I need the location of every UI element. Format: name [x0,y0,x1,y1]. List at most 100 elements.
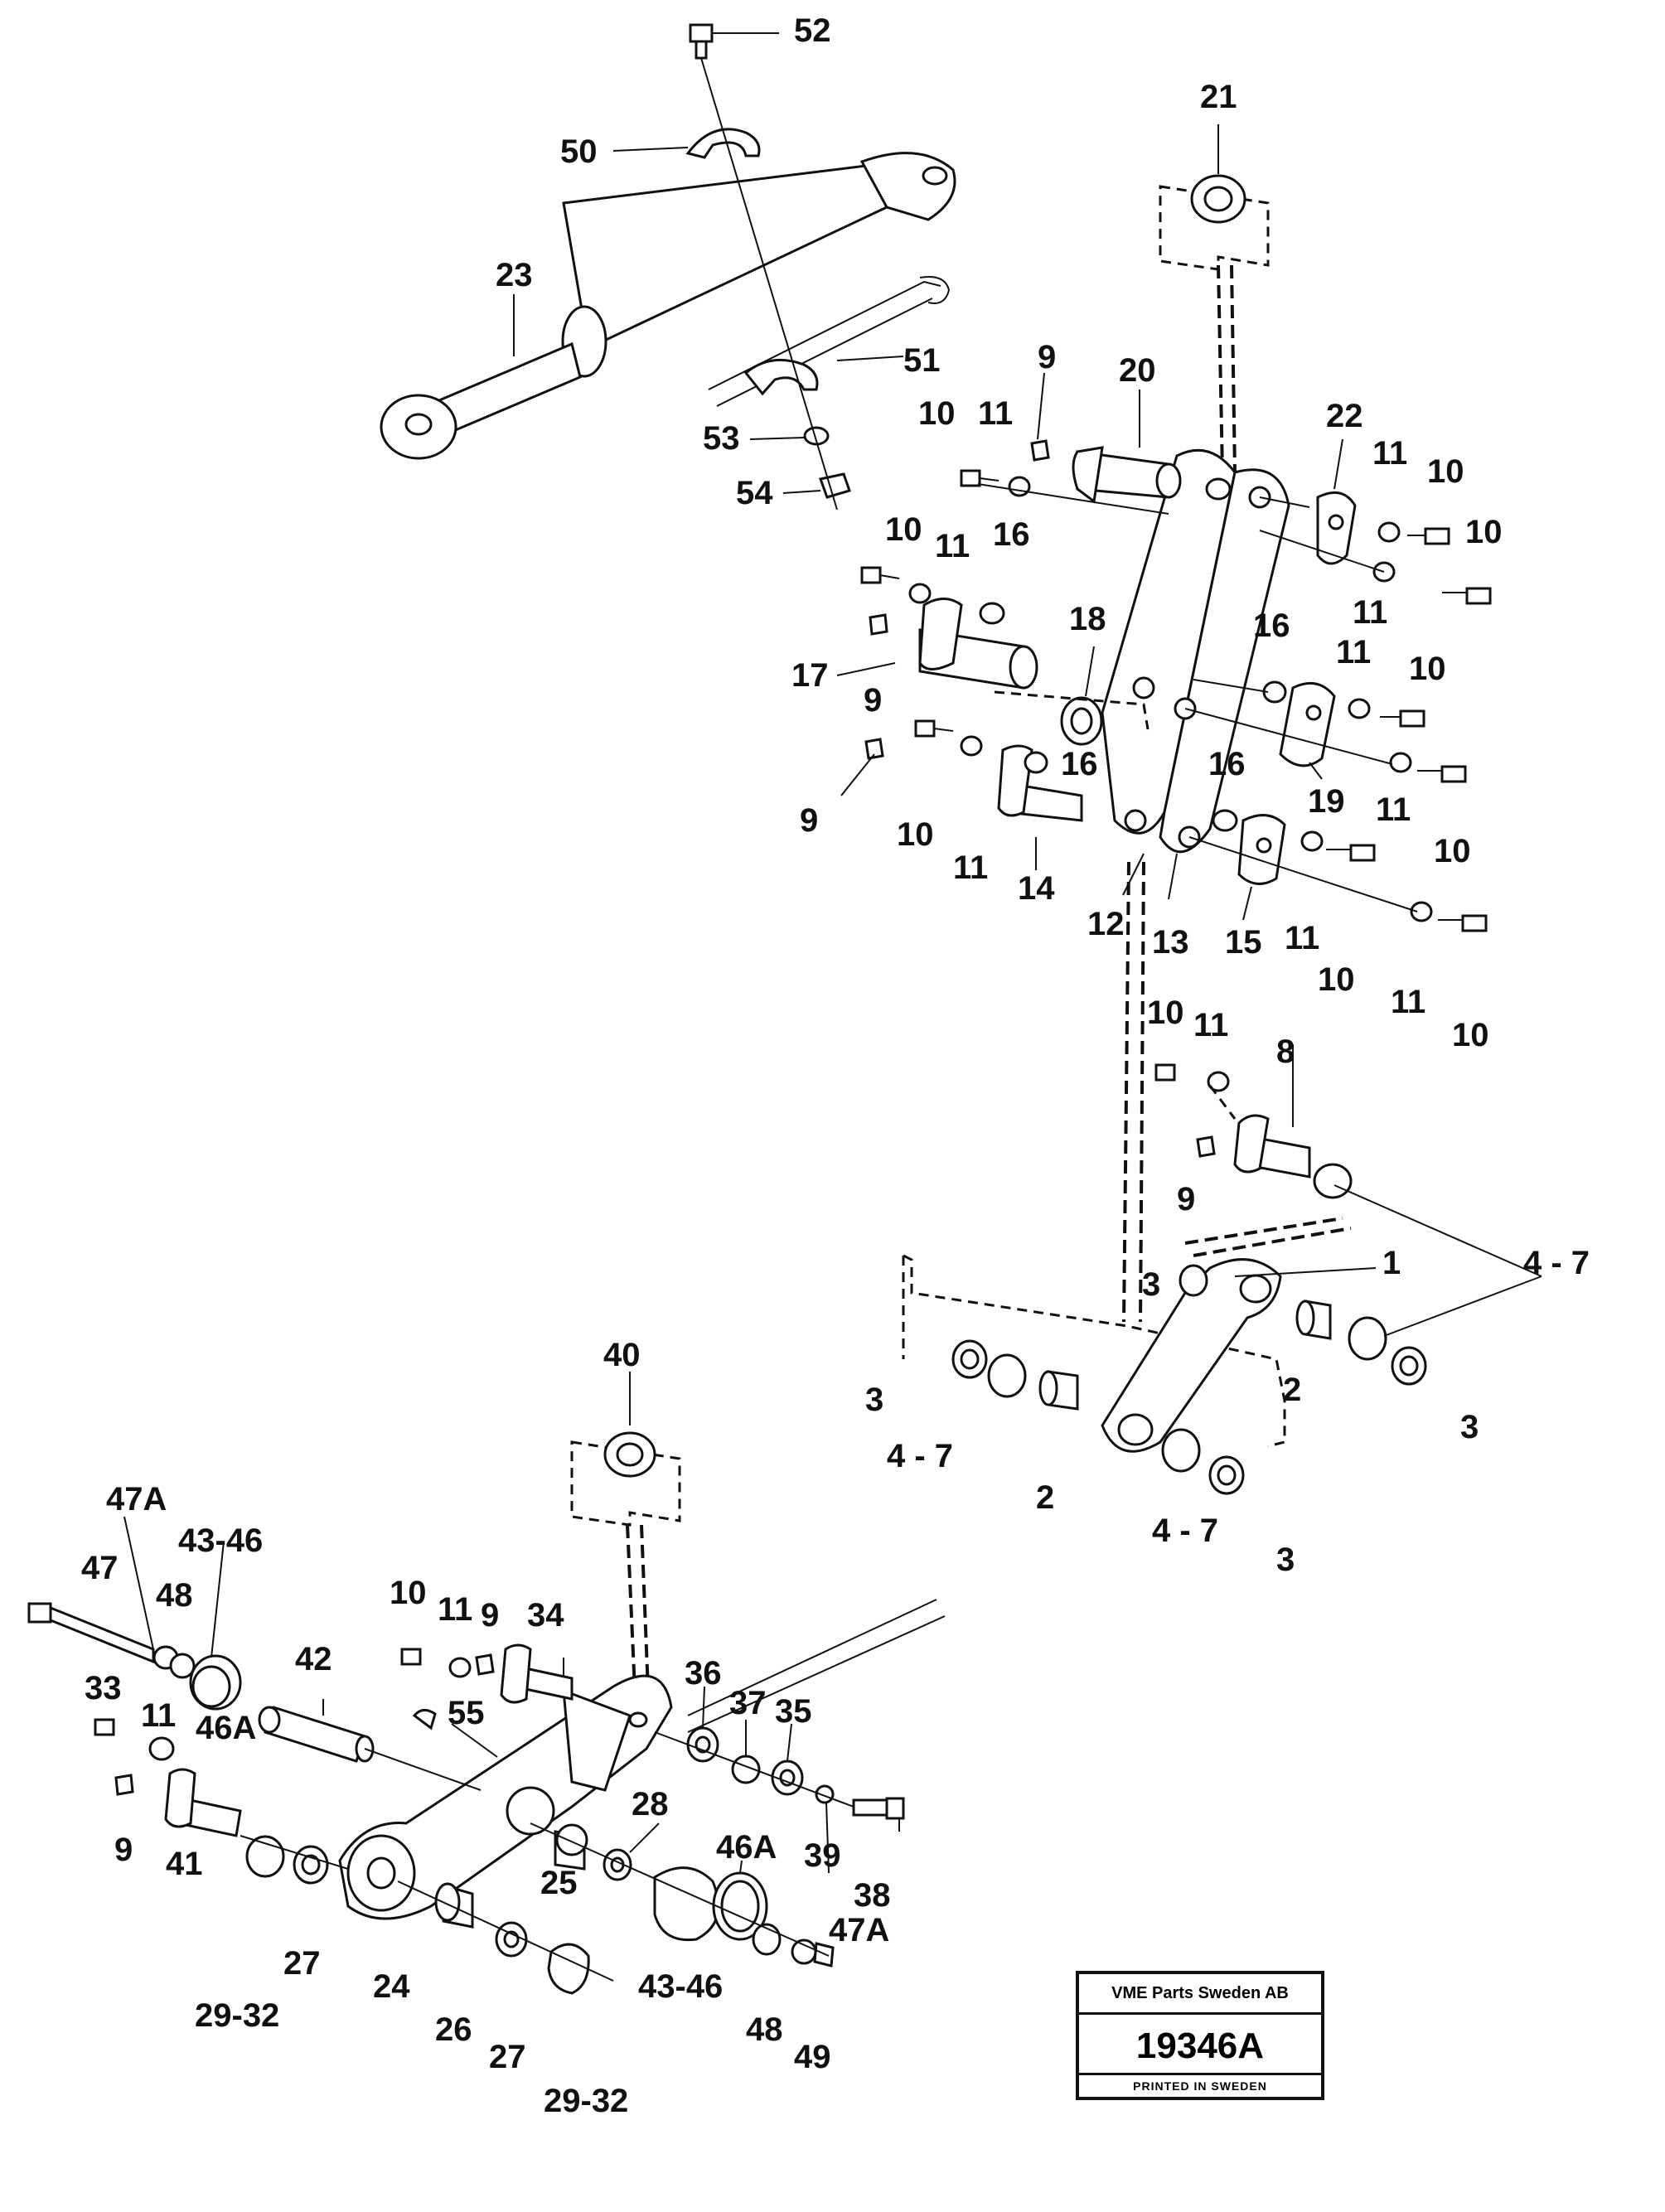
part-label: 3 [1142,1266,1160,1303]
part-label: 10 [918,395,956,432]
part-label: 13 [1152,924,1189,961]
part-label: 15 [1225,924,1262,961]
part-label: 10 [1427,453,1464,490]
part-label: 9 [864,682,882,719]
part-label: 43-46 [638,1968,723,2005]
part-label: 11 [1193,1007,1228,1043]
part-label: 11 [1353,594,1387,631]
company-name: VME Parts Sweden AB [1079,1974,1321,2015]
drawing-title-block: VME Parts Sweden AB 19346A PRINTED IN SW… [1076,1971,1324,2100]
part-label: 41 [166,1846,203,1882]
hydraulic-cylinder [380,152,956,460]
part-label: 10 [1465,514,1503,550]
printed-note: PRINTED IN SWEDEN [1079,2073,1321,2097]
bushings-and-rings [951,1300,1427,1495]
part-label: 14 [1018,870,1055,907]
pin-42 [258,1706,375,1763]
pin-14 [997,744,1083,822]
part-label: 9 [481,1597,499,1634]
part-label: 43-46 [178,1522,263,1559]
part-label: 4 - 7 [1523,1245,1590,1281]
part-label: 54 [736,475,773,511]
part-label: 28 [632,1786,669,1822]
part-label: 52 [794,12,831,49]
part-label: 29-32 [544,2083,628,2119]
leader-lines-upper [977,483,1418,912]
lever-24 [338,1658,673,1920]
part-label: 27 [283,1945,321,1982]
part-label: 11 [1372,435,1407,472]
label-leaders [123,32,1377,1874]
lower-link-1 [902,1217,1352,1453]
hydraulic-line-lower [716,298,933,407]
hydraulic-line [708,280,941,390]
pin-20 [1072,446,1182,504]
part-label: 47 [81,1550,119,1586]
part-label: 2 [1036,1479,1054,1516]
part-label: 39 [804,1837,841,1874]
part-label: 16 [1208,746,1246,782]
part-label: 21 [1200,79,1237,115]
part-label: 22 [1326,398,1363,434]
part-label: 25 [540,1865,578,1901]
part-label: 11 [438,1591,472,1628]
part-label: 50 [560,133,598,170]
part-label: 19 [1308,783,1345,820]
part-label: 11 [1336,634,1371,670]
right-washers [654,1726,905,1820]
part-label: 10 [1318,961,1355,998]
part-label: 9 [800,802,818,839]
part-label: 36 [685,1655,722,1692]
pin-34 [400,1643,574,1704]
part-label: 18 [1069,601,1106,637]
part-label: 9 [1177,1181,1195,1217]
part-label: 11 [953,849,988,886]
pin-17 [918,598,1038,690]
part-label: 1 [1382,1245,1401,1281]
part-label: 20 [1119,352,1156,389]
part-label: 11 [1285,920,1319,956]
drawing-number: 19346A [1135,2026,1265,2066]
part-label: 24 [373,1968,410,2005]
clamp-assembly [685,23,851,511]
plate-19 [1279,681,1336,767]
lever-arm [1101,448,1290,854]
pin-41 [94,1718,242,1837]
part-label: 42 [295,1641,332,1677]
guide-box-40 [570,1440,681,1527]
part-label: 16 [1061,746,1098,782]
part-label: 11 [935,528,970,564]
part-label: 10 [885,511,922,548]
part-label: 10 [897,816,934,853]
part-label: 10 [1409,651,1446,687]
part-label: 3 [1276,1542,1295,1578]
part-label: 16 [993,516,1030,553]
part-label: 46A [196,1710,256,1746]
lower-right-parts [530,1822,835,1968]
part-label: 23 [496,257,533,293]
part-label: 4 - 7 [1152,1513,1218,1549]
part-label: 48 [156,1577,193,1614]
part-label: 10 [390,1575,427,1611]
part-label: 11 [1391,984,1425,1020]
part-label: 3 [865,1382,883,1418]
part-label: 47A [106,1481,167,1517]
part-labels: 52 50 23 51 53 54 21 20 22 9 10 11 11 10… [81,12,1590,2119]
part-label: 17 [791,657,829,694]
part-label: 3 [1460,1409,1479,1445]
part-label: 4 - 7 [887,1438,953,1474]
part-label: 11 [1376,791,1411,828]
part-label: 47A [829,1912,889,1948]
part-label: 10 [1147,995,1184,1031]
guide-box-21 [1159,185,1270,271]
part-label: 9 [114,1832,133,1868]
part-label: 29-32 [195,1997,279,2034]
part-label: 8 [1276,1033,1295,1070]
part-label: 10 [1452,1017,1489,1053]
part-label: 48 [746,2011,783,2048]
part-label: 35 [775,1693,812,1730]
part-label: 9 [1038,339,1056,375]
part-label: 11 [978,395,1013,432]
bolt-47 [27,1602,242,1711]
